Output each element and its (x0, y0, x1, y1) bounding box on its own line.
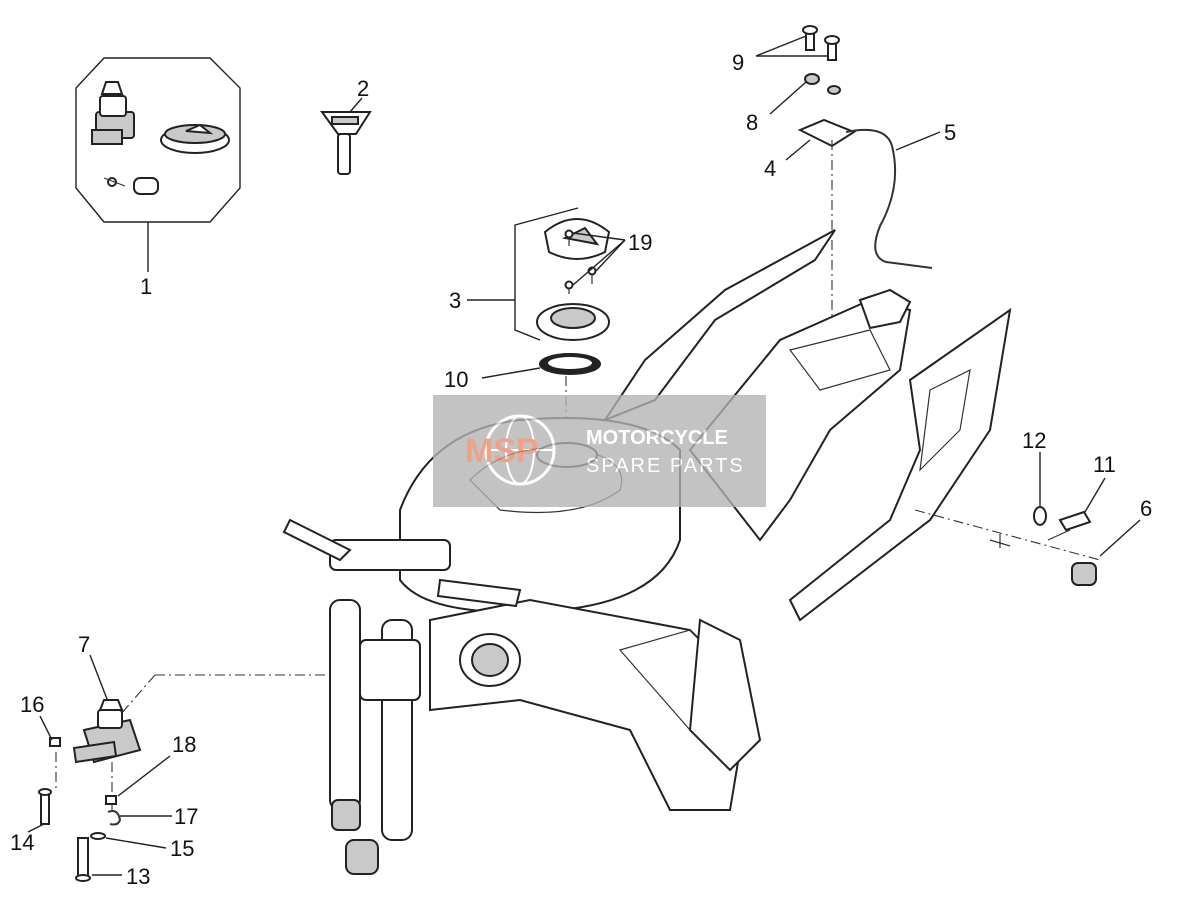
callout-labels: 1 2 3 4 5 6 7 8 9 10 11 12 13 14 15 16 1… (10, 50, 1152, 889)
steering-lock-group (27, 654, 330, 882)
key-part (320, 97, 372, 175)
callout-7: 7 (78, 632, 90, 657)
lock-kit-group (75, 57, 241, 272)
seat-lock-cylinder-group (914, 452, 1141, 586)
callout-13: 13 (126, 864, 150, 889)
callout-4: 4 (764, 156, 776, 181)
callout-16: 16 (20, 692, 44, 717)
watermark-logo: MSP (465, 432, 539, 470)
callout-6: 6 (1140, 496, 1152, 521)
callout-11: 11 (1093, 452, 1116, 477)
callout-12: 12 (1022, 428, 1046, 453)
callout-8: 8 (746, 110, 758, 135)
watermark: MSP MOTORCYCLE SPARE PARTS (433, 395, 766, 507)
motorcycle-frame (282, 229, 1012, 875)
watermark-line2: SPARE PARTS (586, 455, 745, 477)
callout-15: 15 (170, 836, 194, 861)
callout-3: 3 (449, 288, 461, 313)
callout-17: 17 (174, 804, 198, 829)
callout-19: 19 (628, 230, 652, 255)
callout-14: 14 (10, 830, 34, 855)
callout-1: 1 (140, 274, 152, 299)
callout-5: 5 (944, 120, 956, 145)
callout-2: 2 (357, 76, 369, 101)
callout-18: 18 (172, 732, 196, 757)
callout-10: 10 (444, 367, 468, 392)
callout-9: 9 (732, 50, 744, 75)
watermark-line1: MOTORCYCLE (586, 427, 728, 449)
fuel-cap-group (467, 207, 626, 445)
seat-lock-group (755, 25, 941, 380)
